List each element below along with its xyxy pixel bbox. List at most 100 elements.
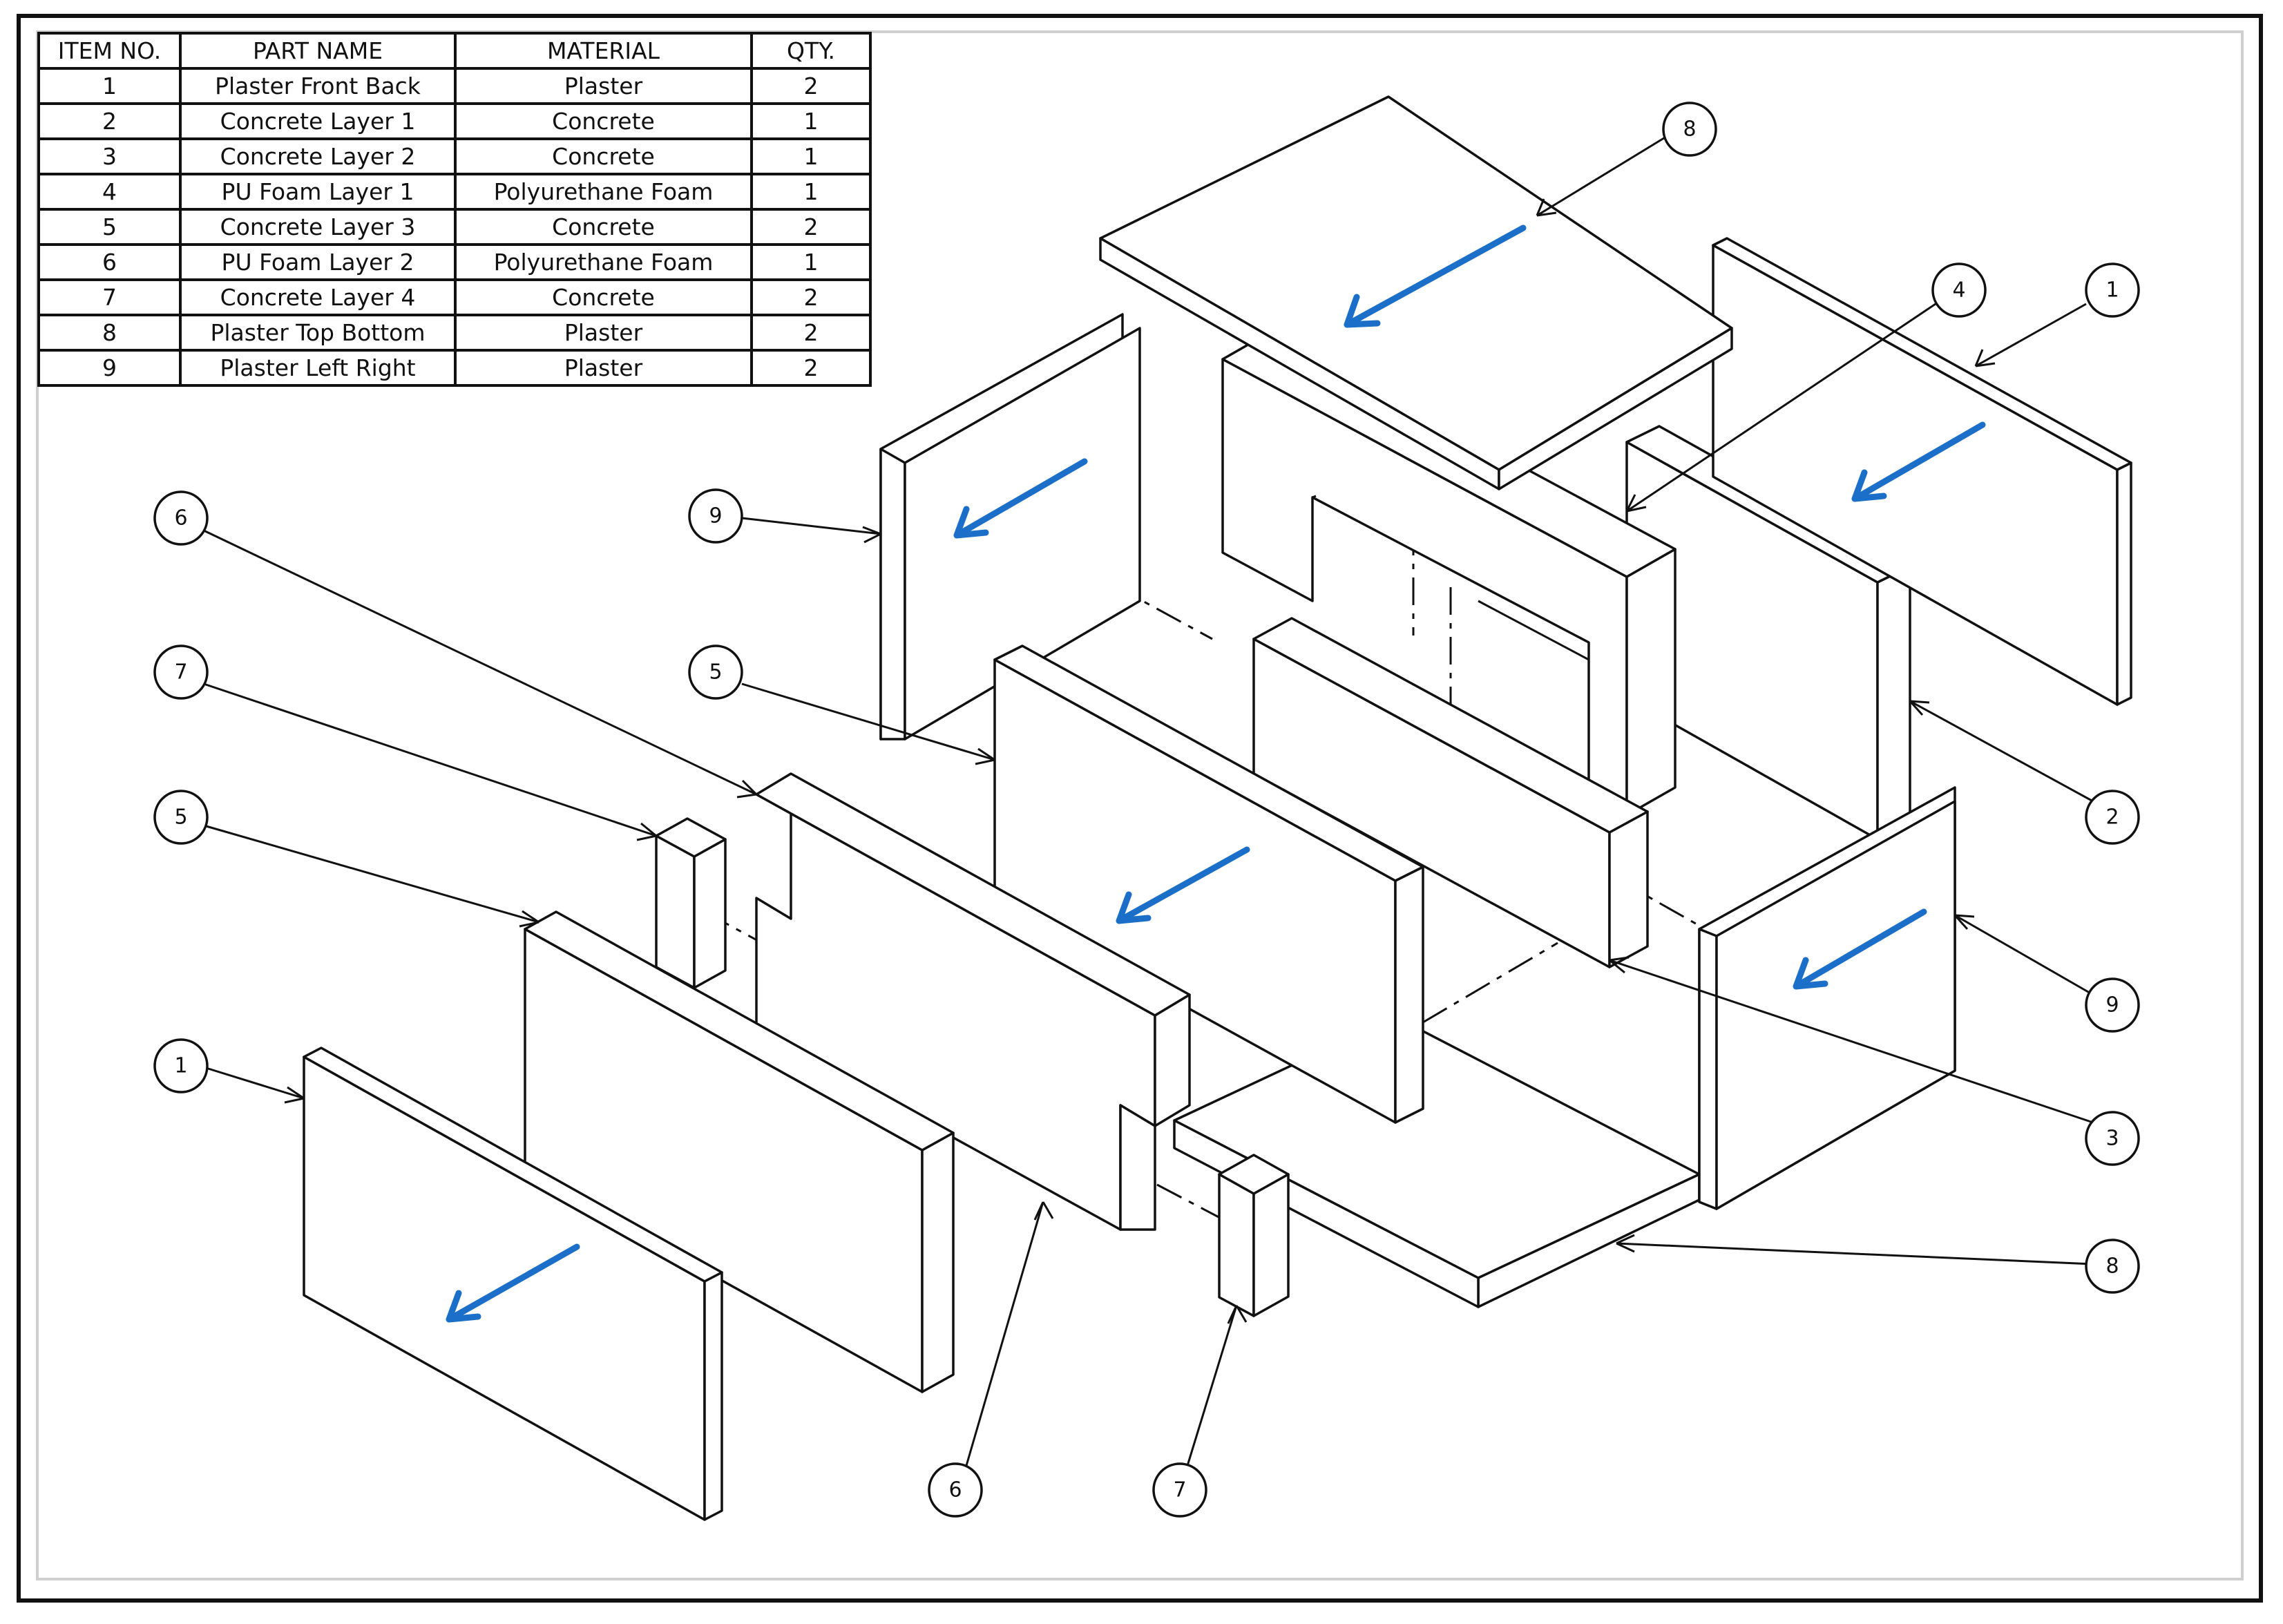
bom-cell-qty: 2 [750,349,872,387]
balloon-label: 8 [1683,117,1696,142]
leader-4 [1625,303,1936,513]
bom-cell-item: 1 [37,67,182,105]
leader-5-left [203,824,539,928]
balloon: 5 [153,790,209,845]
part-8-plaster-top [1099,95,1733,490]
balloon: 6 [153,490,209,546]
bom-header-part-name: PART NAME [179,32,457,70]
part-1-plaster-back [1712,237,2132,706]
leader-5-center [741,682,995,765]
leader-6-bottom [964,1201,1054,1469]
bom-cell-part: Concrete Layer 1 [179,102,457,140]
bom-cell-part: Plaster Front Back [179,67,457,105]
leader-9-right [1954,914,2094,996]
bom-header-qty: QTY. [750,32,872,70]
bom-cell-item: 3 [37,137,182,175]
leader-7-left [203,682,657,841]
bom-cell-part: PU Foam Layer 1 [179,173,457,211]
direction-arrow [446,1243,580,1323]
leader-7-bottom [1185,1305,1248,1469]
balloon-label: 9 [709,504,722,528]
bom-cell-part: Concrete Layer 4 [179,278,457,316]
callout-balloons: 8 4 1 9 6 7 5 5 1 2 9 3 8 6 7 [153,102,2140,1518]
leader-8-bottom [1616,1234,2094,1265]
bom-cell-qty: 2 [750,67,872,105]
bom-cell-material: Concrete [454,102,753,140]
part-9-plaster-right [1698,786,1956,1210]
bom-cell-qty: 1 [750,102,872,140]
part-5-concrete-layer-3-front [524,910,955,1393]
balloon-label: 1 [174,1054,187,1078]
balloon: 7 [153,644,209,700]
balloon: 1 [2085,262,2140,318]
balloon-label: 1 [2105,278,2119,303]
bom-cell-material: Polyurethane Foam [454,173,753,211]
bom-cell-part: Concrete Layer 3 [179,208,457,246]
part-7-concrete-layer-4-left [655,817,727,989]
bom-cell-qty: 1 [750,137,872,175]
bom-cell-item: 7 [37,278,182,316]
balloon-label: 2 [2105,805,2119,830]
balloon-label: 3 [2105,1127,2119,1151]
bom-cell-qty: 2 [750,278,872,316]
balloon: 3 [2085,1111,2140,1166]
leader-9-left [741,517,881,544]
leader-2 [1909,700,2094,803]
bom-cell-part: Concrete Layer 2 [179,137,457,175]
balloon: 6 [928,1462,983,1518]
center-line [1156,1183,1223,1221]
drawing-inner-border [36,30,2244,1580]
bom-header-material: MATERIAL [454,32,753,70]
balloon-label: 6 [948,1478,962,1502]
bom-cell-qty: 1 [750,173,872,211]
balloon: 2 [2085,790,2140,845]
bom-cell-item: 5 [37,208,182,246]
balloon-label: 8 [2105,1254,2119,1279]
balloon: 8 [2085,1239,2140,1294]
bom-cell-item: 8 [37,314,182,352]
balloon: 9 [688,488,743,544]
part-5-concrete-layer-3-back [993,644,1424,1124]
bom-cell-item: 2 [37,102,182,140]
leader-1-left [203,1066,305,1104]
leader-3 [1609,956,2094,1124]
bom-header-row: ITEM NO. PART NAME MATERIAL QTY. [37,32,872,70]
balloon: 5 [688,644,743,700]
leader-1-right [1974,303,2087,367]
bom-cell-qty: 2 [750,314,872,352]
balloon: 1 [153,1038,209,1093]
part-1-plaster-front [303,1047,723,1521]
leader-8-top [1536,135,1667,217]
bom-cell-qty: 1 [750,243,872,281]
balloon-label: 5 [709,660,722,685]
bom-cell-material: Plaster [454,349,753,387]
balloon: 4 [1931,262,1987,318]
bom-cell-material: Polyurethane Foam [454,243,753,281]
bom-cell-material: Plaster [454,67,753,105]
direction-arrow [1793,908,1927,990]
bom-cell-qty: 2 [750,208,872,246]
direction-arrow [1851,421,1986,502]
center-line [1422,942,1558,1024]
balloon-label: 9 [2105,993,2119,1018]
part-7-concrete-layer-4-right [1218,1154,1290,1317]
direction-arrow [1116,846,1250,924]
bom-cell-part: Plaster Left Right [179,349,457,387]
bom-cell-material: Concrete [454,137,753,175]
part-6-pu-foam-layer-2 [755,772,1191,1231]
balloon-label: 5 [174,805,187,830]
part-3-concrete-layer-2 [1252,617,1649,968]
balloon-label: 6 [174,506,187,531]
direction-arrow [953,458,1088,539]
direction-arrow [1344,225,1527,328]
